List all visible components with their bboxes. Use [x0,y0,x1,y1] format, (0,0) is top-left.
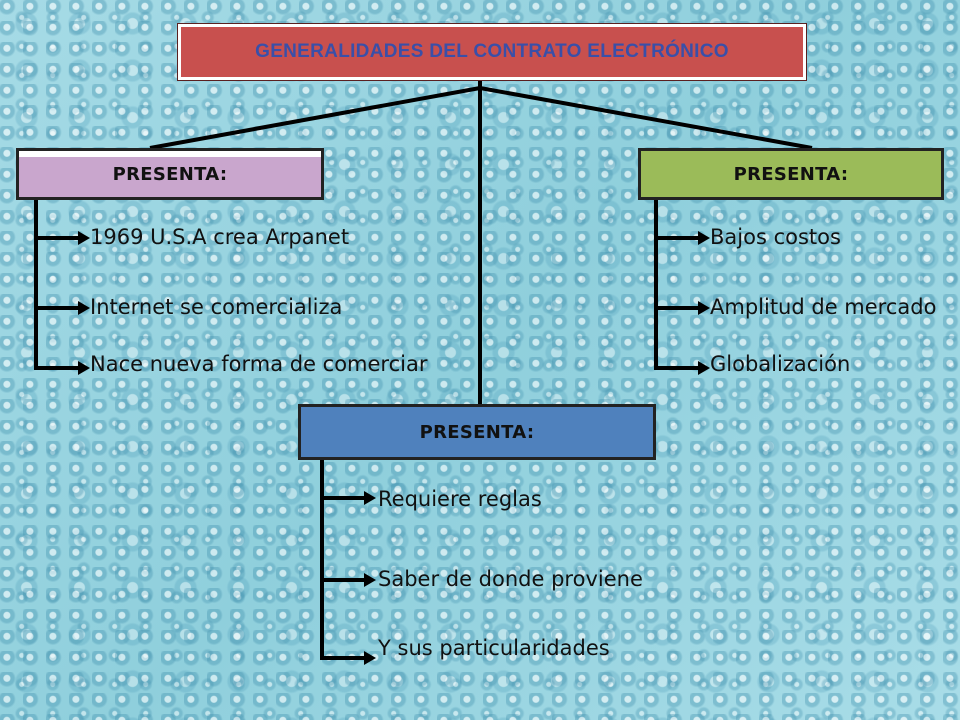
bracket-bottom [320,460,366,660]
right-item-3: Globalización [710,352,851,376]
arrowhead-right-2 [698,301,710,315]
left-item-3: Nace nueva forma de comerciar [90,352,428,376]
connector-title-right [479,86,813,150]
left-item-1: 1969 U.S.A crea Arpanet [90,225,350,249]
arrowhead-right-1 [698,231,710,245]
bottom-item-3: Y sus particularidades [378,636,610,660]
header-bottom: PRESENTA: [298,404,656,460]
arrowhead-left-2 [78,301,90,315]
bracket-left [34,200,80,370]
bracket-right [654,200,700,370]
arrowhead-bottom-3 [364,651,376,665]
bottom-item-2: Saber de donde proviene [378,567,643,591]
right-item-1: Bajos costos [710,225,841,249]
connector-title-left [149,86,481,150]
right-item-2: Amplitud de mercado [710,295,937,319]
arrowhead-left-1 [78,231,90,245]
diagram-title: GENERALIDADES DEL CONTRATO ELECTRÓNICO [178,24,806,80]
header-right: PRESENTA: [638,148,944,200]
arrowhead-right-3 [698,361,710,375]
arrowhead-bottom-2 [364,573,376,587]
arrowhead-bottom-1 [364,491,376,505]
arrowhead-left-3 [78,361,90,375]
left-item-2: Internet se comercializa [90,295,343,319]
header-left: PRESENTA: [16,148,324,200]
bottom-item-1: Requiere reglas [378,487,542,511]
